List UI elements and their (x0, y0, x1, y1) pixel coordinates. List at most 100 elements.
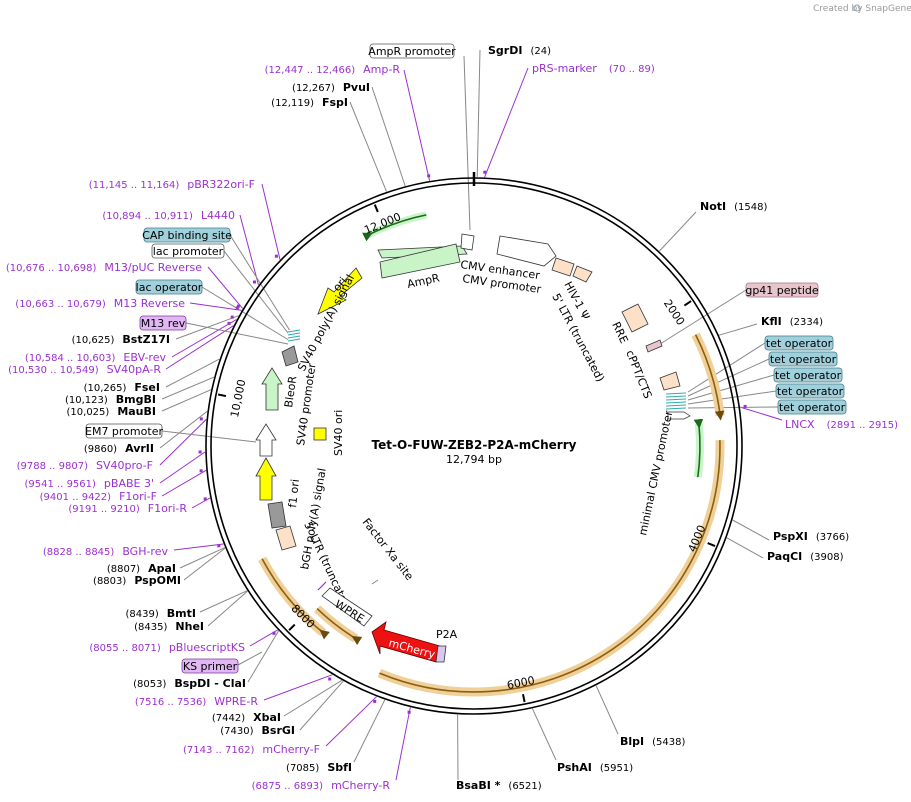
feature-cmv-enhancer[interactable] (496, 235, 557, 267)
site-label-apai[interactable]: (8807)ApaI (107, 562, 176, 575)
primer-range: (10,676 .. 10,698) (6, 263, 97, 274)
feature-ltr-left[interactable] (275, 525, 297, 551)
feature-tag-tet-operator[interactable]: tet operator (768, 351, 838, 367)
primer-label-ebv-rev[interactable]: (10,584 .. 10,603)EBV-rev (25, 351, 167, 364)
primer-name: EBV-rev (123, 351, 166, 364)
arc-orange-lower-left-inner[interactable] (316, 608, 363, 646)
primer-label-m13-puc-reverse[interactable]: (10,676 .. 10,698)M13/pUC Reverse (6, 261, 202, 274)
ampr-label: AmpR (406, 271, 441, 291)
feature-tag-tet-operator[interactable]: tet operator (773, 367, 843, 383)
feature-ltr-right[interactable] (551, 257, 593, 283)
feature-tag-gp41-peptide[interactable]: gp41 peptide (745, 282, 819, 298)
feature-tag-lac-operator[interactable]: lac operator (135, 279, 203, 295)
arc-green-ampr[interactable] (362, 214, 427, 242)
site-name: BstZ17I (122, 333, 170, 346)
primer-label-lncx[interactable]: LNCX(2891 .. 2915) (785, 418, 898, 431)
primer-label-f1ori-f[interactable]: (9401 .. 9422)F1ori-F (40, 490, 157, 503)
site-label-fsei[interactable]: (10,265)FseI (84, 381, 160, 394)
site-label-bstz17i[interactable]: (10,625)BstZ17I (72, 333, 170, 346)
feature-tag-tet-operator[interactable]: tet operator (764, 335, 834, 351)
primer-label-m13-reverse[interactable]: (10,663 .. 10,679)M13 Reverse (15, 297, 185, 310)
site-label-bsrgi[interactable]: (7430)BsrGI (220, 724, 295, 737)
site-label-pvui[interactable]: (12,267)PvuI (292, 81, 370, 94)
site-label-paqci[interactable]: PaqCI(3908) (767, 550, 844, 563)
feature-rre[interactable] (621, 303, 649, 333)
site-label-noti[interactable]: NotI(1548) (700, 200, 767, 213)
feature-p2a[interactable] (435, 645, 447, 663)
site-label-pshai[interactable]: PshAI(5951) (557, 761, 633, 774)
feature-grey-upper[interactable] (281, 329, 301, 367)
site-label-xbai[interactable]: (7442)XbaI (212, 711, 281, 724)
feature-tag-text: tet operator (777, 385, 844, 398)
site-name: PspXI (773, 530, 808, 543)
feature-tag-cap-binding-site[interactable]: CAP binding site (142, 227, 232, 243)
primer-label-pbr322ori-f[interactable]: (11,145 .. 11,164)pBR322ori-F (89, 178, 255, 191)
site-label-sgrdi[interactable]: SgrDI(24) (488, 44, 551, 57)
feature-tag-tet-operator[interactable]: tet operator (775, 383, 845, 399)
feature-sv40-ori[interactable] (313, 427, 327, 441)
site-label-bmgbi[interactable]: (10,123)BmgBI (65, 393, 156, 406)
primer-label-amp-r[interactable]: (12,447 .. 12,466)Amp-R (265, 63, 401, 76)
primer-label-wpre-r[interactable]: (7516 .. 7536)WPRE-R (135, 695, 258, 708)
arc-orange-lower-left[interactable] (261, 558, 330, 640)
feature-grey-lower[interactable] (267, 501, 287, 529)
site-label-bsabi[interactable]: BsaBI *(6521) (456, 779, 542, 792)
feature-tag-em7-promoter[interactable]: EM7 promoter (85, 423, 163, 439)
site-name: PspOMI (134, 574, 181, 587)
site-label-fspi[interactable]: (12,119)FspI (271, 96, 348, 109)
site-label-nhei[interactable]: (8435)NheI (134, 620, 204, 633)
feature-tag-m13-rev[interactable]: M13 rev (139, 315, 187, 331)
feature-tag-tet-operator[interactable]: tet operator (777, 399, 847, 415)
site-name: SbfI (327, 761, 352, 774)
feature-tag-text: CAP binding site (142, 229, 232, 242)
primer-label-f1ori-r[interactable]: (9191 .. 9210)F1ori-R (68, 502, 187, 515)
primer-label-pbabe-3[interactable]: (9541 .. 9561)pBABE 3' (25, 477, 155, 490)
feature-tag-ks-primer[interactable]: KS primer (181, 658, 239, 674)
site-name: SgrDI (488, 44, 522, 57)
primer-label-sv40pro-f[interactable]: (9788 .. 9807)SV40pro-F (17, 459, 153, 472)
feature-arcs (258, 211, 725, 697)
feature-wpre[interactable] (317, 581, 373, 627)
site-position: (3766) (816, 532, 849, 543)
arc-orange-upper-right[interactable] (694, 334, 725, 421)
primer-label-mcherry-f[interactable]: (7143 .. 7162)mCherry-F (183, 743, 320, 756)
site-label-blpi[interactable]: BlpI(5438) (620, 735, 685, 748)
site-position: (8053) (133, 679, 166, 690)
site-label-bspdi-clai[interactable]: (8053)BspDI - ClaI (133, 677, 246, 690)
site-label-pspomi[interactable]: (8803)PspOMI (93, 574, 181, 587)
primer-label-pbluescriptks[interactable]: (8055 .. 8071)pBluescriptKS (89, 641, 245, 654)
feature-em7[interactable] (255, 423, 277, 457)
primer-range: (2891 .. 2915) (827, 420, 899, 431)
primer-name: pBR322ori-F (187, 178, 255, 191)
primer-label-sv40pa-r[interactable]: (10,530 .. 10,549)SV40pA-R (8, 363, 161, 376)
site-leader-pspxi (732, 519, 770, 541)
feature-bleor[interactable] (261, 367, 283, 411)
primer-leader-pbabe-3 (159, 451, 206, 484)
feature-cppt[interactable] (659, 371, 681, 391)
site-label-pspxi[interactable]: PspXI (3766) (773, 530, 849, 543)
primer-label-bgh-rev[interactable]: (8828 .. 8845)BGH-rev (43, 545, 169, 558)
feature-tag-box (85, 423, 163, 439)
feature-ampr[interactable] (377, 233, 475, 279)
site-label-avrii[interactable]: (9860)AvrII (84, 442, 154, 455)
site-label-maubi[interactable]: (10,025)MauBI (67, 405, 156, 418)
primer-label-prs-marker[interactable]: pRS-marker(70 .. 89) (532, 62, 655, 75)
primer-label-mcherry-r[interactable]: (6875 .. 6893)mCherry-R (252, 779, 391, 792)
primer-leader-prs-marker (484, 67, 529, 178)
feature-f1-ori[interactable] (255, 457, 277, 501)
site-label-bmti[interactable]: (8439)BmtI (126, 607, 196, 620)
arc-green-tet[interactable] (693, 418, 704, 478)
feature-tet-operators[interactable] (665, 392, 691, 420)
feature-tag-lac-promoter[interactable]: lac promoter (151, 243, 225, 259)
site-leader-bmti (199, 590, 248, 613)
arc-orange-main[interactable] (379, 440, 721, 693)
site-position: (5438) (652, 737, 685, 748)
primer-label-l4440[interactable]: (10,894 .. 10,911)L4440 (102, 209, 235, 222)
feature-tag-ampr-promoter[interactable]: AmpR promoter (368, 43, 456, 59)
feature-gp41[interactable] (645, 339, 663, 353)
site-label-kfli[interactable]: KflI(2334) (761, 315, 823, 328)
tick-10000 (217, 393, 227, 398)
site-label-sbfi[interactable]: (7085)SbfI (286, 761, 352, 774)
feature-ori[interactable] (317, 267, 363, 315)
